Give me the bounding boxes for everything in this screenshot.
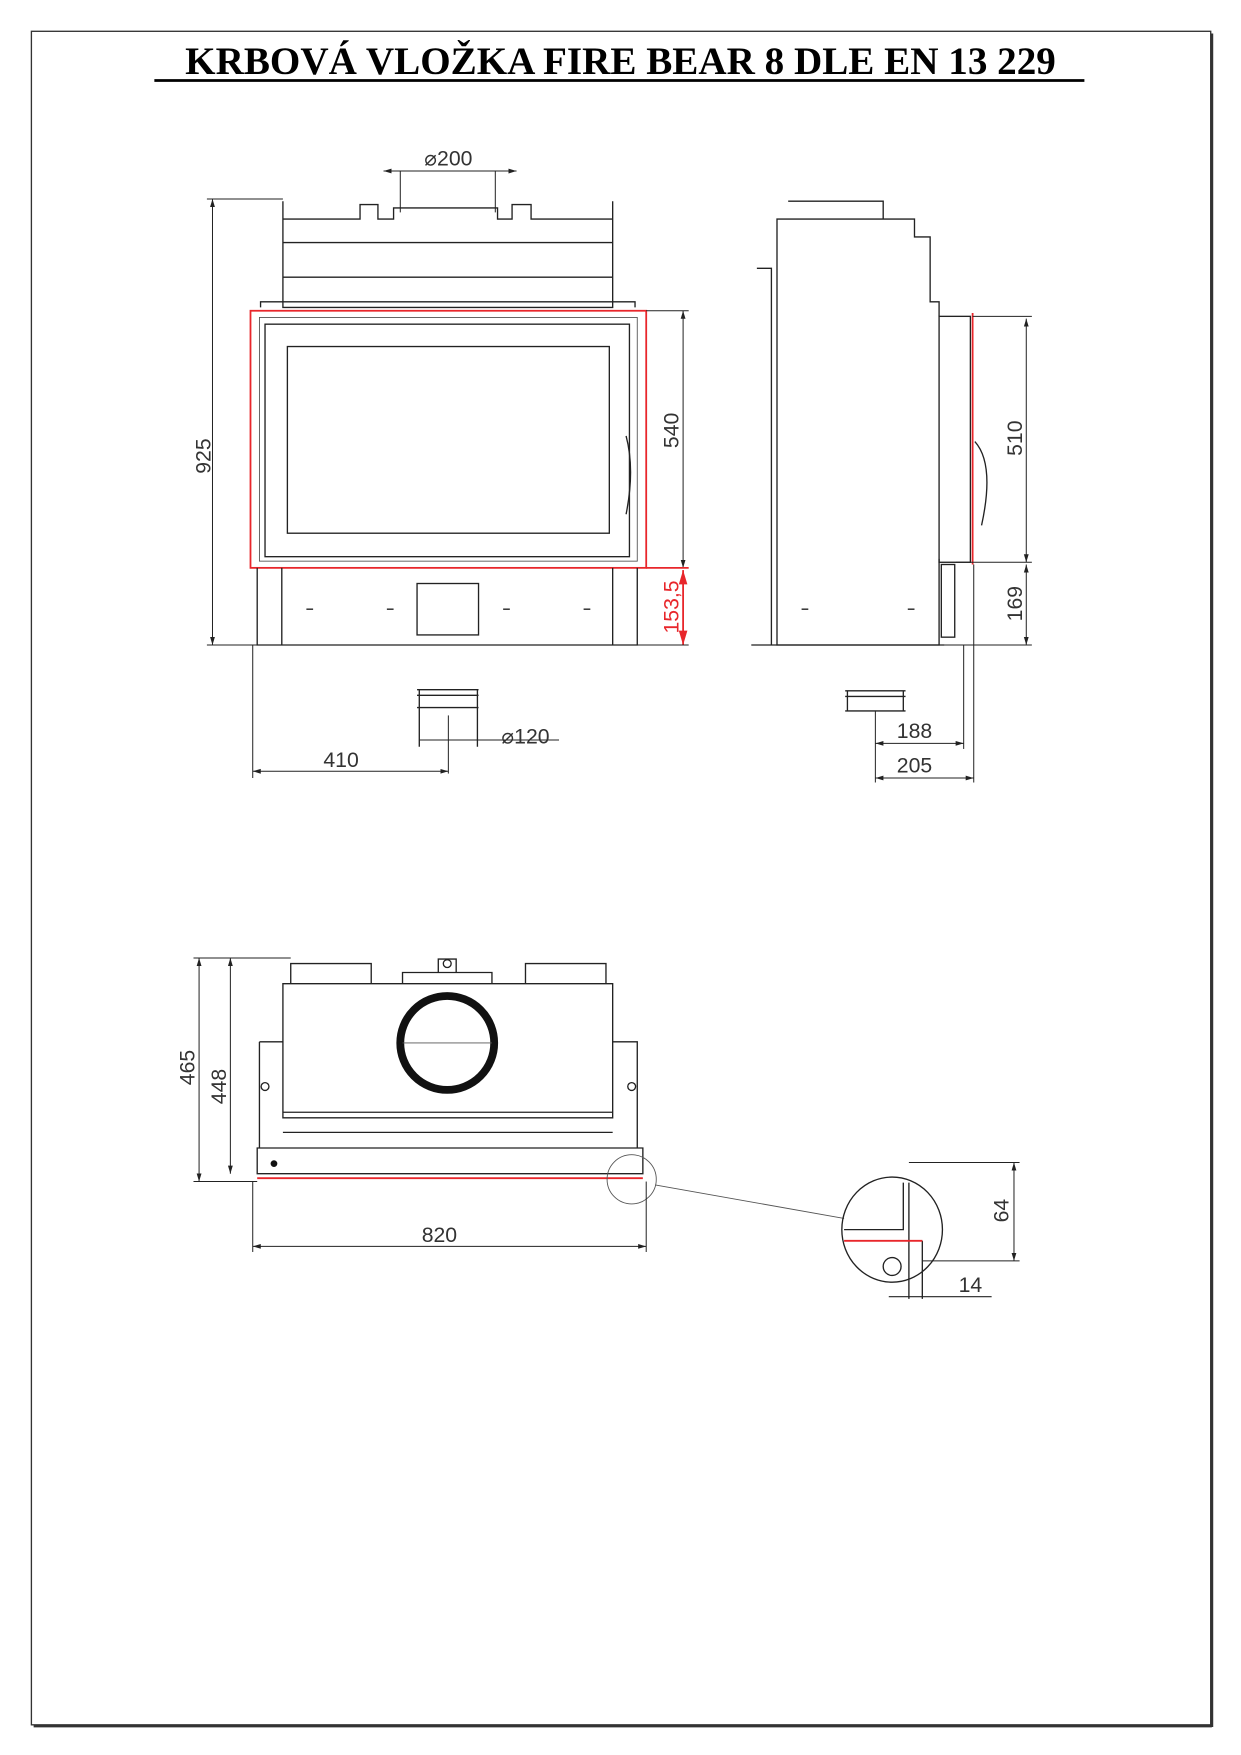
page-title: KRBOVÁ VLOŽKA FIRE BEAR 8 DLE EN 13 229 bbox=[185, 39, 1056, 83]
inlet-depth-188-label: 188 bbox=[897, 720, 932, 743]
detail-view: 64 14 bbox=[841, 1162, 1020, 1299]
side-view: 510 169 188 205 bbox=[751, 200, 1032, 783]
side-bottom-height-label: 169 bbox=[1004, 586, 1027, 621]
door-height-label: 540 bbox=[661, 413, 684, 448]
air-inlet-diameter-label: ⌀120 bbox=[501, 725, 549, 748]
total-height-label: 925 bbox=[192, 438, 215, 473]
bottom-height-label: 153,5 bbox=[661, 580, 684, 633]
detail-offset-label: 14 bbox=[959, 1274, 983, 1297]
inlet-depth-205-label: 205 bbox=[897, 754, 932, 777]
air-inlet-offset-label: 410 bbox=[323, 749, 358, 772]
width-label: 820 bbox=[422, 1224, 457, 1247]
top-view: 465 448 820 bbox=[177, 957, 845, 1252]
side-door-height-label: 510 bbox=[1004, 420, 1027, 455]
detail-height-label: 64 bbox=[990, 1199, 1013, 1223]
front-view: ⌀200 925 540 153,5 ⌀120 410 bbox=[192, 147, 689, 779]
page-border bbox=[30, 30, 1214, 1728]
flue-diameter-label: ⌀200 bbox=[424, 147, 472, 170]
depth-total-label: 465 bbox=[177, 1050, 200, 1085]
depth-body-label: 448 bbox=[208, 1069, 231, 1104]
